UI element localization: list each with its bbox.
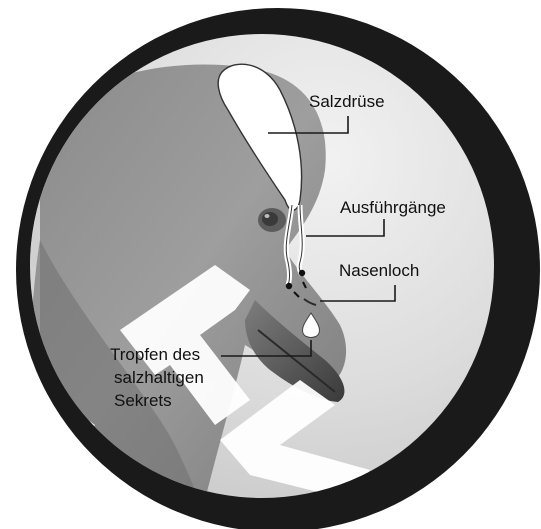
duct-opening-left: [286, 283, 292, 289]
label-drop-line2: salzhaltigen: [114, 368, 204, 387]
label-ducts: Ausführgänge: [340, 198, 446, 217]
label-drop-line3: Sekrets: [114, 391, 172, 410]
label-drop-line1: Tropfen des: [110, 345, 200, 364]
duct-opening-right: [299, 270, 305, 276]
label-salt-gland: Salzdrüse: [309, 92, 385, 111]
label-nostril: Nasenloch: [339, 261, 419, 280]
